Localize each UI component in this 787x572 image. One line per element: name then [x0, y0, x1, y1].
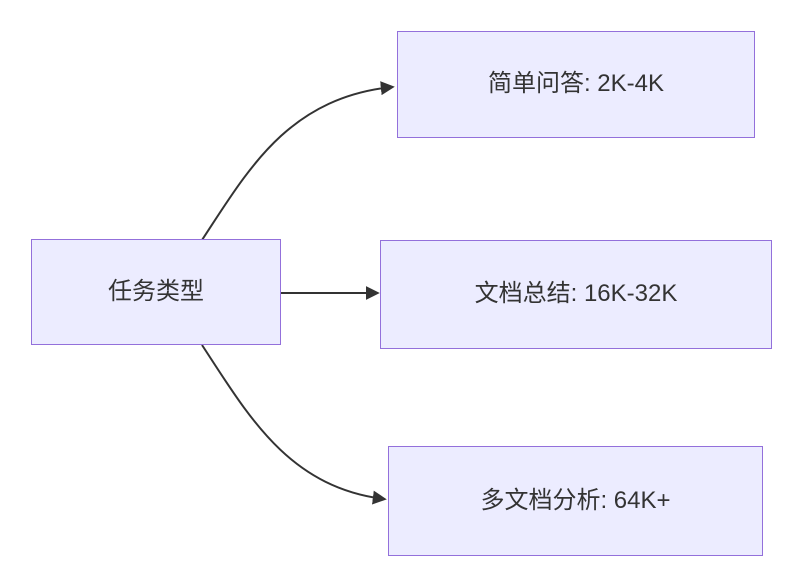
- node-multi-doc-analysis-label: 多文档分析: 64K+: [480, 486, 671, 514]
- node-simple-qa-label: 简单问答: 2K-4K: [487, 70, 665, 98]
- node-simple-qa: 简单问答: 2K-4K: [397, 31, 755, 138]
- node-task-type: 任务类型: [31, 239, 281, 345]
- node-doc-summary-label: 文档总结: 16K-32K: [474, 280, 678, 308]
- node-task-type-label: 任务类型: [108, 277, 204, 305]
- node-multi-doc-analysis: 多文档分析: 64K+: [388, 446, 763, 556]
- edge-task-type-to-multi-doc-analysis: [201, 344, 387, 505]
- edge-task-type-to-simple-qa: [201, 81, 395, 241]
- node-doc-summary: 文档总结: 16K-32K: [380, 240, 772, 349]
